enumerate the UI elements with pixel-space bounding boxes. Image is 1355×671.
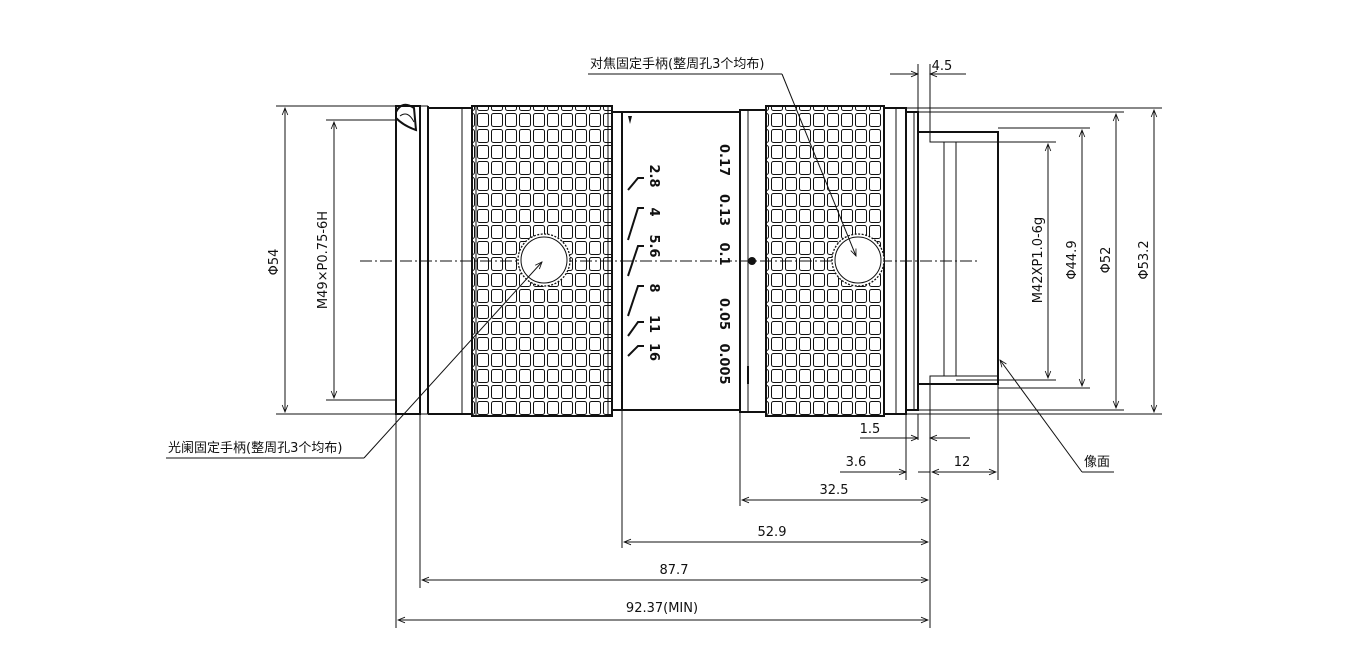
d44-9-label: Φ44.9 (1065, 240, 1080, 279)
aperture-scale: 2.8 4 5.6 8 11 16 (627, 164, 661, 361)
w4-5-label: 4.5 (932, 59, 953, 74)
image-plane-label: 像面 (1084, 455, 1110, 470)
d53-2-label: Φ53.2 (1137, 240, 1152, 279)
aperture-mark-2: 4 (646, 207, 661, 216)
w1-5-label: 1.5 (860, 422, 881, 437)
focus-scale: 0.17 0.13 0.1 0.05 0.005 (716, 144, 731, 385)
diameter-dimensions: Φ54 M49×P0.75-6H M42XP1.0-6g Φ44.9 Φ52 Φ… (267, 105, 1162, 415)
aperture-mark-4: 8 (646, 283, 661, 292)
aperture-mark-6: 16 (646, 343, 661, 361)
w12-label: 12 (954, 455, 971, 470)
w92-37-label: 92.37(MIN) (626, 601, 698, 616)
rear-thread-label: M42XP1.0-6g (1031, 217, 1046, 303)
leader-labels: 对焦固定手柄(整周孔3个均布) 光阑固定手柄(整周孔3个均布) 像面 (166, 57, 1114, 473)
focus-mark-3: 0.1 (716, 242, 731, 265)
rear-flange (905, 111, 919, 411)
length-dimensions: 4.5 1.5 3.6 12 32.5 52.9 87.7 92.37(MIN (395, 59, 999, 628)
focus-mark-5: 0.005 (716, 343, 731, 384)
iris-handle-label: 光阑固定手柄(整周孔3个均布) (168, 441, 342, 456)
d52-label: Φ52 (1099, 247, 1114, 274)
focus-handle-leader (781, 73, 857, 256)
aperture-index-mark (628, 116, 632, 124)
aperture-mark-3: 5.6 (646, 234, 661, 257)
w3-6-label: 3.6 (846, 455, 867, 470)
aperture-click-stops (627, 177, 644, 357)
lens-body (360, 103, 999, 417)
focus-mark-1: 0.17 (716, 144, 731, 176)
focus-fixing-handle (831, 233, 885, 287)
rear-mount (918, 131, 999, 385)
focus-mark-2: 0.13 (716, 194, 731, 226)
focus-index-dot (748, 257, 756, 265)
front-thread-section (395, 105, 421, 415)
d54-label: Φ54 (267, 249, 282, 276)
focus-handle-label: 对焦固定手柄(整周孔3个均布) (590, 57, 764, 72)
aperture-mark-5: 11 (646, 315, 661, 333)
w87-7-label: 87.7 (660, 563, 689, 578)
aperture-knurled-ring (471, 105, 613, 417)
w32-5-label: 32.5 (820, 483, 849, 498)
image-plane-leader (1000, 360, 1083, 473)
front-bevel (395, 103, 418, 132)
iris-handle-leader (363, 262, 542, 459)
aperture-mark-1: 2.8 (646, 164, 661, 187)
focus-mark-4: 0.05 (716, 298, 731, 330)
front-thread-label: M49×P0.75-6H (316, 211, 331, 309)
aperture-fixing-handle (517, 233, 571, 287)
w52-9-label: 52.9 (758, 525, 787, 540)
focus-knurled-ring (765, 105, 885, 417)
